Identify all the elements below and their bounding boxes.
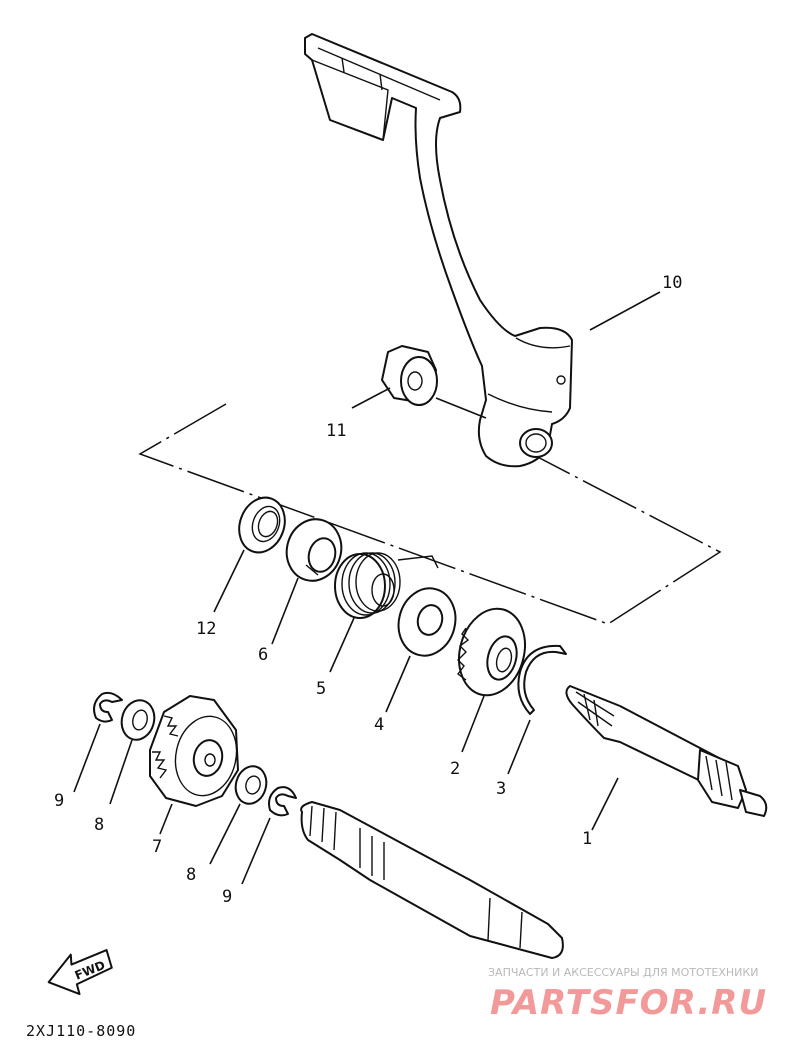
circlip-small-right [268,786,297,817]
leader-4 [385,655,411,713]
callout-9-right: 9 [222,887,232,907]
callout-7: 7 [152,837,162,857]
leader-9b [241,817,271,885]
torsion-spring [334,552,439,619]
callout-9-left: 9 [54,791,64,811]
callout-6: 6 [258,645,268,665]
leader-9a [73,723,101,793]
callout-1: 1 [582,829,592,849]
leader-8a [109,739,133,805]
callout-5: 5 [316,679,326,699]
assembly-bracket [138,403,722,625]
nut [381,345,438,406]
callout-4: 4 [374,715,384,735]
circlip-large [517,644,567,715]
watermark-tagline: ЗАПЧАСТИ И АКСЕССУАРЫ ДЛЯ МОТОТЕХНИКИ [488,966,758,979]
forward-arrow-icon: FWD [47,949,113,996]
washer-small-right [234,765,268,805]
washer-large [397,587,457,657]
leader-8b [209,803,241,865]
callout-12: 12 [196,619,216,639]
leader-11b [435,397,487,419]
oil-seal [238,496,286,554]
leader-2 [461,695,485,753]
spring-guide [285,518,343,582]
callout-10: 10 [662,273,682,293]
diagram-code: 2XJ110-8090 [26,1022,136,1040]
leader-5 [329,617,355,673]
main-axle [300,801,564,959]
leader-10 [589,291,661,331]
leader-12 [213,549,245,613]
circlip-small-left [93,691,123,723]
callout-11: 11 [326,421,346,441]
leader-3 [507,719,531,775]
callout-8-left: 8 [94,815,104,835]
washer-small-left [120,699,156,741]
kick-crank [304,33,573,468]
kick-axle [565,685,768,817]
leader-6 [271,577,299,645]
leader-11 [351,387,391,409]
ratchet-wheel [457,607,526,697]
leader-1 [591,777,619,831]
idle-gear [149,695,239,807]
watermark-brand: PARTSFOR.RU [490,983,767,1023]
leader-7 [159,803,173,835]
callout-8-right: 8 [186,865,196,885]
callout-2: 2 [450,759,460,779]
callout-3: 3 [496,779,506,799]
